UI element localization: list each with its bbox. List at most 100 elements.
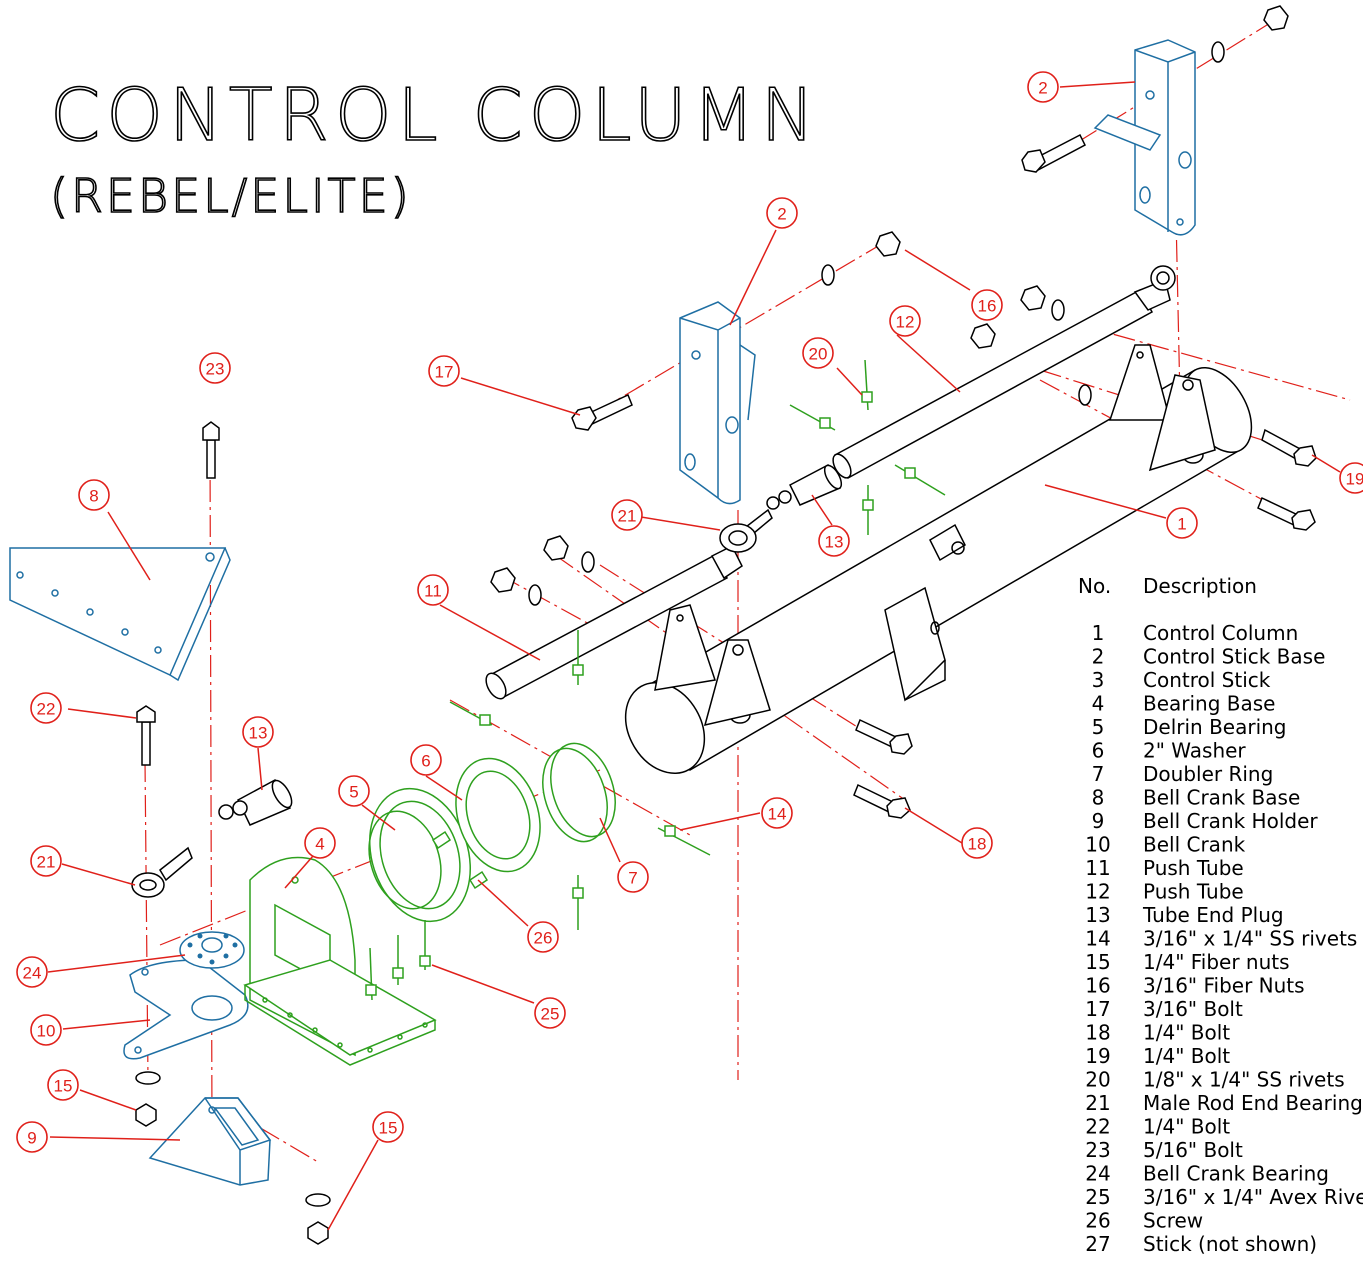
- callout: 4: [304, 827, 336, 859]
- table-row-number: 22: [1085, 1115, 1110, 1139]
- table-row-description: Bearing Base: [1143, 692, 1276, 716]
- table-header-description: Description: [1143, 574, 1257, 598]
- push-tube-upper: [832, 265, 1176, 480]
- callout: 16: [971, 289, 1003, 321]
- table-row-number: 18: [1085, 1021, 1110, 1045]
- control-column-tube: [624, 344, 1253, 775]
- table-row-description: 1/8" x 1/4" SS rivets: [1143, 1068, 1345, 1092]
- table-row-number: 6: [1092, 739, 1105, 763]
- table-row-number: 5: [1092, 715, 1105, 739]
- callout: 10: [30, 1014, 62, 1046]
- svg-text:26: 26: [534, 929, 553, 948]
- table-row-description: Control Stick: [1143, 668, 1271, 692]
- svg-text:7: 7: [628, 869, 637, 888]
- callout: 15: [372, 1111, 404, 1143]
- bell-crank-holder: [148, 1097, 272, 1186]
- table-row-number: 15: [1085, 950, 1110, 974]
- table-row-number: 9: [1092, 809, 1105, 833]
- table-row-number: 8: [1092, 786, 1105, 810]
- svg-text:9: 9: [27, 1129, 36, 1148]
- washer: [455, 757, 541, 873]
- table-row-description: Tube End Plug: [1142, 903, 1284, 927]
- callout: 7: [617, 861, 649, 893]
- table-row-description: 3/16" Fiber Nuts: [1143, 974, 1305, 998]
- table-row-number: 13: [1085, 903, 1110, 927]
- table-row-description: Doubler Ring: [1143, 762, 1273, 786]
- tube-end-plug-upper: [766, 463, 843, 510]
- table-row-number: 23: [1085, 1138, 1110, 1162]
- table-row-description: 3/16" Bolt: [1143, 997, 1243, 1021]
- table-row-number: 4: [1092, 692, 1105, 716]
- svg-text:1: 1: [1177, 515, 1186, 534]
- callout: 9: [16, 1121, 48, 1153]
- bolts: [136, 133, 1317, 819]
- tube-end-plug-lower: [218, 778, 293, 826]
- bearing-base: [243, 856, 437, 1066]
- svg-text:8: 8: [89, 487, 98, 506]
- callout: 18: [961, 827, 993, 859]
- rod-end-bearing-lower: [131, 846, 193, 898]
- callout: 17: [428, 355, 460, 387]
- table-row-description: 1/4" Bolt: [1143, 1115, 1230, 1139]
- table-row-number: 2: [1092, 645, 1105, 669]
- callout: 8: [78, 479, 110, 511]
- table-row-description: Screw: [1143, 1209, 1203, 1233]
- table-row-description: Push Tube: [1143, 856, 1244, 880]
- svg-text:21: 21: [37, 853, 56, 872]
- table-row-description: 1/4" Bolt: [1143, 1044, 1230, 1068]
- diagram-subtitle: (REBEL/ELITE): [50, 169, 412, 223]
- callout: 15: [47, 1069, 79, 1101]
- svg-text:14: 14: [768, 805, 787, 824]
- table-row-description: Stick (not shown): [1143, 1232, 1317, 1256]
- table-row-number: 26: [1085, 1209, 1110, 1233]
- table-row-description: Bell Crank: [1143, 833, 1246, 857]
- svg-text:2: 2: [777, 205, 786, 224]
- table-row-description: 2" Washer: [1143, 739, 1246, 763]
- table-row-description: 1/4" Bolt: [1143, 1021, 1230, 1045]
- callout: 24: [16, 956, 48, 988]
- table-row-description: Male Rod End Bearing: [1143, 1091, 1363, 1115]
- callout: 25: [534, 997, 566, 1029]
- table-row-number: 20: [1085, 1068, 1110, 1092]
- table-header-no: No.: [1078, 574, 1111, 598]
- table-row-number: 10: [1085, 833, 1110, 857]
- svg-text:15: 15: [54, 1077, 73, 1096]
- svg-text:22: 22: [37, 700, 56, 719]
- svg-text:24: 24: [23, 964, 42, 983]
- table-row-number: 12: [1085, 880, 1110, 904]
- table-row-description: Delrin Bearing: [1143, 715, 1287, 739]
- table-row-description: Bell Crank Holder: [1143, 809, 1318, 833]
- svg-text:2: 2: [1038, 79, 1047, 98]
- callout: 12: [889, 305, 921, 337]
- callout: 20: [802, 337, 834, 369]
- callout: 21: [611, 499, 643, 531]
- table-row-description: Push Tube: [1143, 880, 1244, 904]
- rod-end-bearing-upper: [719, 508, 773, 553]
- bell-crank-bearing: [179, 931, 245, 969]
- svg-text:13: 13: [249, 724, 268, 743]
- control-stick-base-left: [679, 301, 756, 505]
- callout: 2: [766, 197, 798, 229]
- svg-text:6: 6: [421, 752, 430, 771]
- table-row-description: 1/4" Fiber nuts: [1143, 950, 1290, 974]
- table-row-description: Bell Crank Base: [1143, 786, 1300, 810]
- svg-text:13: 13: [825, 533, 844, 552]
- control-stick-base-right: [1093, 39, 1196, 236]
- svg-text:18: 18: [968, 835, 987, 854]
- callout: 13: [242, 716, 274, 748]
- svg-text:19: 19: [1346, 470, 1363, 489]
- table-row-number: 24: [1085, 1162, 1110, 1186]
- table-row-number: 7: [1092, 762, 1105, 786]
- table-row-number: 11: [1085, 856, 1110, 880]
- svg-text:11: 11: [424, 582, 442, 601]
- svg-text:5: 5: [349, 783, 358, 802]
- doubler-ring: [542, 742, 616, 843]
- callout: 6: [410, 744, 442, 776]
- callout: 13: [818, 525, 850, 557]
- svg-text:4: 4: [315, 835, 324, 854]
- callout: 23: [199, 352, 231, 384]
- callout: 14: [761, 797, 793, 829]
- table-row-description: Bell Crank Bearing: [1143, 1162, 1329, 1186]
